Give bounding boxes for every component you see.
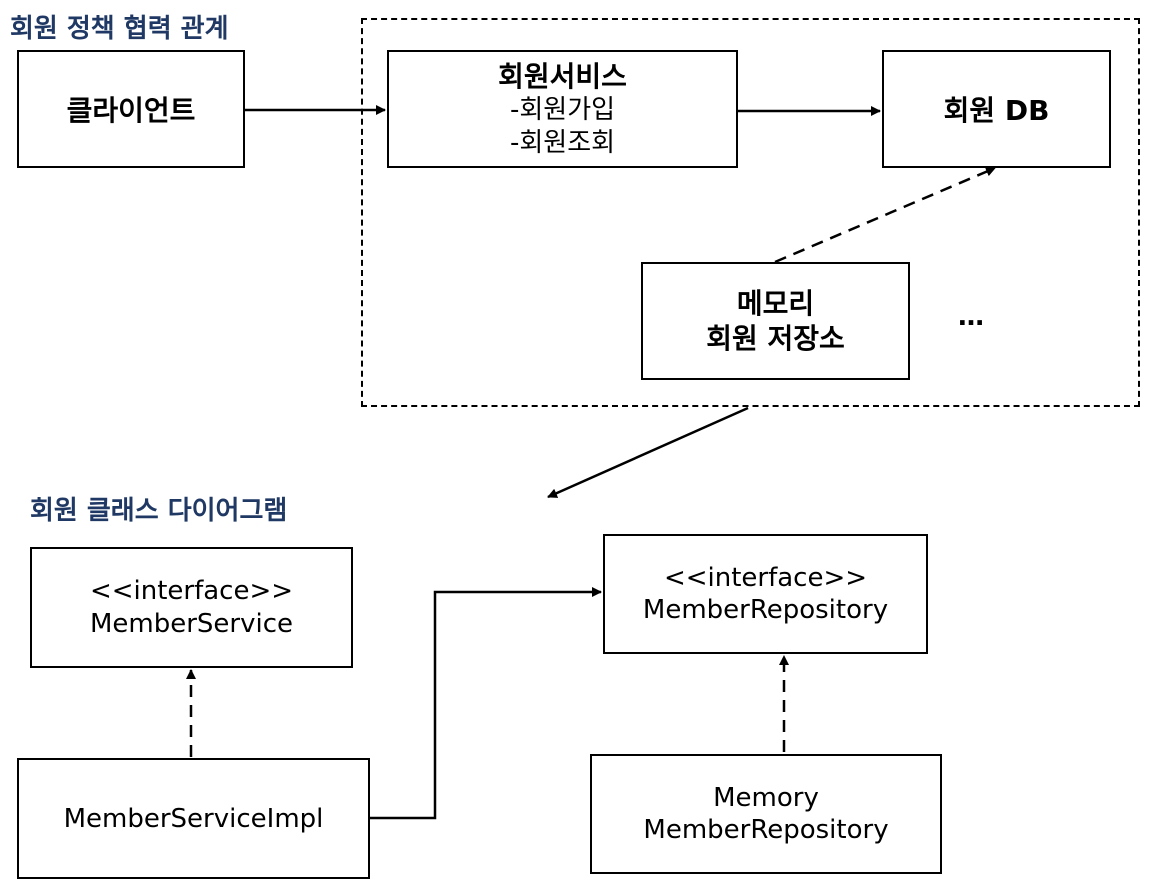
client-label: 클라이언트	[66, 94, 196, 127]
memory-member-repository-box: Memory MemberRepository	[590, 754, 942, 874]
member-service-item: -회원조회	[509, 127, 616, 158]
collaboration-heading: 회원 정책 협력 관계	[10, 14, 229, 44]
member-service-impl-name: MemberServiceImpl	[63, 803, 324, 834]
client-box: 클라이언트	[17, 50, 245, 168]
frame-to-class-diagram-arrow	[547, 406, 749, 499]
member-service-interface-name: MemberService	[89, 608, 294, 639]
member-db-label: 회원 DB	[943, 94, 1050, 127]
memory-member-repository-line2: MemberRepository	[643, 815, 889, 845]
memory-store-line1: 메모리	[736, 287, 815, 320]
member-service-interface-box: <<interface>> MemberService	[30, 547, 353, 668]
member-service-item: -회원가입	[509, 95, 616, 125]
stereotype-label: <<interface>>	[663, 562, 868, 593]
impl-to-member-repository-arrow	[370, 587, 602, 820]
member-service-box: 회원서비스 -회원가입 -회원조회	[387, 50, 738, 168]
class-diagram-heading: 회원 클래스 다이어그램	[30, 496, 288, 526]
member-repository-interface-name: MemberRepository	[642, 595, 889, 625]
member-service-impl-box: MemberServiceImpl	[17, 758, 370, 879]
member-repository-interface-box: <<interface>> MemberRepository	[603, 534, 928, 654]
memory-member-repository-line1: Memory	[713, 782, 819, 813]
service-boundary-frame	[361, 18, 1140, 407]
member-service-title: 회원서비스	[498, 60, 627, 93]
stereotype-label: <<interface>>	[89, 576, 294, 606]
memory-member-store-box: 메모리 회원 저장소	[641, 262, 910, 380]
member-db-box: 회원 DB	[882, 50, 1111, 168]
more-implementations-ellipsis: …	[958, 302, 984, 332]
memory-store-line2: 회원 저장소	[706, 322, 845, 355]
